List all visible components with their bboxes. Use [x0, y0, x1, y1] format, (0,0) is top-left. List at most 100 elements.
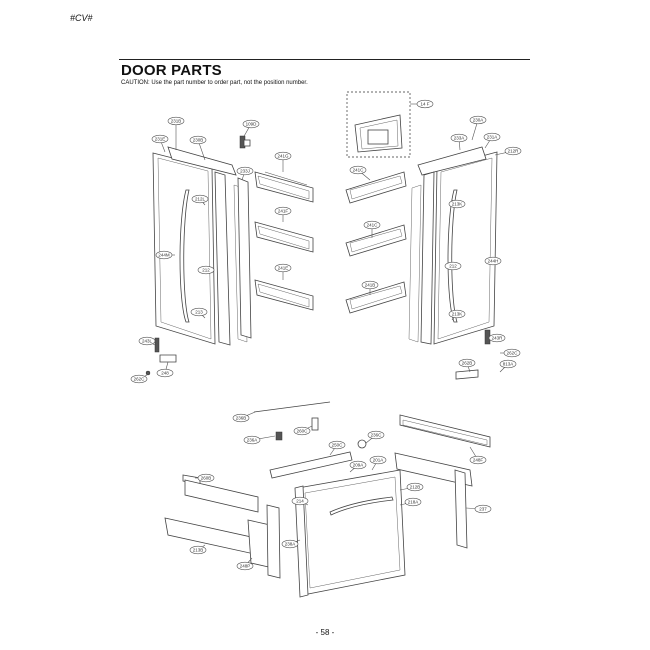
callout-260c: 260C	[293, 425, 313, 436]
callout-241e: 241E	[274, 263, 292, 280]
callout-218a: 218A	[399, 497, 422, 507]
caution-note: CAUTION: Use the part number to order pa…	[121, 80, 308, 86]
callout-bubble	[484, 256, 502, 266]
callout-text: 231A	[487, 135, 498, 140]
callout-bubble	[189, 545, 207, 555]
callout-bubble	[274, 151, 292, 161]
callout-bubble	[156, 368, 174, 378]
callout-231e: 231E	[151, 134, 169, 153]
callout-text: 243R	[492, 336, 504, 341]
callout-text: 262C	[507, 351, 519, 356]
callout-text: 213B	[193, 548, 204, 553]
right-door	[408, 146, 498, 345]
callout-bubble	[503, 348, 521, 358]
callout-262c_r: 262C	[500, 348, 521, 358]
callout-238a: 238A	[281, 539, 301, 549]
callout-text: 238A	[285, 542, 296, 547]
callout-text: 244M	[158, 253, 170, 258]
callout-text: 213K	[452, 202, 463, 207]
callout-text: 213	[195, 310, 203, 315]
callout-262b: 262B	[458, 358, 476, 373]
callout-text: 230A	[473, 118, 484, 123]
callout-241c: 241C	[349, 165, 371, 181]
callout-14f: 14 F	[410, 99, 434, 109]
callout-212r: 212R	[494, 146, 522, 156]
left-hinge	[239, 135, 251, 149]
basket-inset	[346, 91, 411, 158]
callout-text: 14 F	[420, 102, 429, 107]
page-title: DOOR PARTS	[121, 62, 222, 79]
callout-bubble	[474, 504, 492, 514]
callout-text: 218A	[408, 500, 419, 505]
callout-text: 231B	[171, 119, 182, 124]
callout-813a: 813A	[499, 359, 517, 373]
callout-bubble	[197, 473, 215, 483]
callout-bubble	[458, 358, 476, 368]
callout-bubble	[243, 435, 261, 445]
callout-bubble	[448, 309, 466, 319]
callout-241b: 241B	[361, 280, 379, 295]
callout-text: 262B	[462, 361, 473, 366]
callout-213k2: 213K	[448, 309, 466, 321]
callout-213k: 213K	[448, 199, 466, 209]
callout-bubble	[406, 482, 424, 492]
callout-text: 233A	[454, 136, 465, 141]
callout-text: 213K	[452, 312, 463, 317]
callout-212_l: 212	[197, 265, 215, 275]
callout-text: 244H	[488, 259, 499, 264]
callout-text: 236A	[247, 438, 258, 443]
callout-bubble	[232, 413, 250, 423]
callout-text: 241F	[278, 209, 289, 214]
callout-bubble	[236, 561, 254, 571]
callout-text: 209A	[353, 463, 364, 468]
callout-bubble	[488, 333, 506, 343]
right-hinge	[455, 329, 491, 380]
callout-236b: 236B	[232, 411, 256, 423]
callout-241c2: 241C	[363, 220, 381, 238]
callout-262c_l: 262C	[130, 374, 148, 384]
callout-bubble	[130, 374, 148, 384]
callout-bubble	[367, 430, 385, 440]
callout-text: 233J	[240, 169, 250, 174]
callout-text: 236C	[371, 433, 383, 438]
callout-233a: 233A	[450, 133, 468, 151]
callout-text: 248F	[473, 458, 484, 463]
callout-bubble	[416, 99, 434, 109]
callout-bubble	[349, 460, 367, 470]
callout-bubble	[155, 250, 173, 260]
callout-244h: 244H	[484, 256, 502, 266]
callout-bubble	[191, 194, 209, 204]
callout-bubble	[448, 199, 466, 209]
callout-bubble	[167, 116, 185, 126]
callout-text: 813A	[503, 362, 514, 367]
callout-text: 236B	[236, 416, 247, 421]
callout-text: 212L	[195, 197, 206, 202]
callout-text: 214	[296, 499, 304, 504]
callout-text: 241G	[277, 154, 289, 159]
callout-250c: 250C	[328, 440, 346, 456]
left-lower-hinge-parts	[145, 337, 177, 376]
callout-text: 262C	[134, 377, 146, 382]
callout-text: 248	[161, 371, 169, 376]
left-door-bins	[254, 171, 314, 311]
drawer-rails	[164, 452, 473, 579]
callout-bubble	[450, 133, 468, 143]
callout-text: 212	[449, 264, 457, 269]
callout-text: 241C	[367, 223, 379, 228]
callout-bubble	[197, 265, 215, 275]
callout-260b: 260B	[195, 473, 215, 483]
callout-text: 231E	[155, 137, 166, 142]
callout-237: 237	[465, 504, 492, 514]
left-door	[152, 146, 252, 346]
callout-text: 230B	[193, 138, 204, 143]
callout-bubble	[190, 307, 208, 317]
callout-bubble	[328, 440, 346, 450]
drawer-front	[294, 469, 406, 598]
callout-231a: 231A	[483, 132, 501, 149]
callout-243r: 243R	[488, 333, 506, 343]
callout-bubble	[483, 132, 501, 142]
callout-bubble	[499, 359, 517, 369]
callout-bubble	[363, 220, 381, 230]
right-door-bins	[345, 171, 407, 314]
